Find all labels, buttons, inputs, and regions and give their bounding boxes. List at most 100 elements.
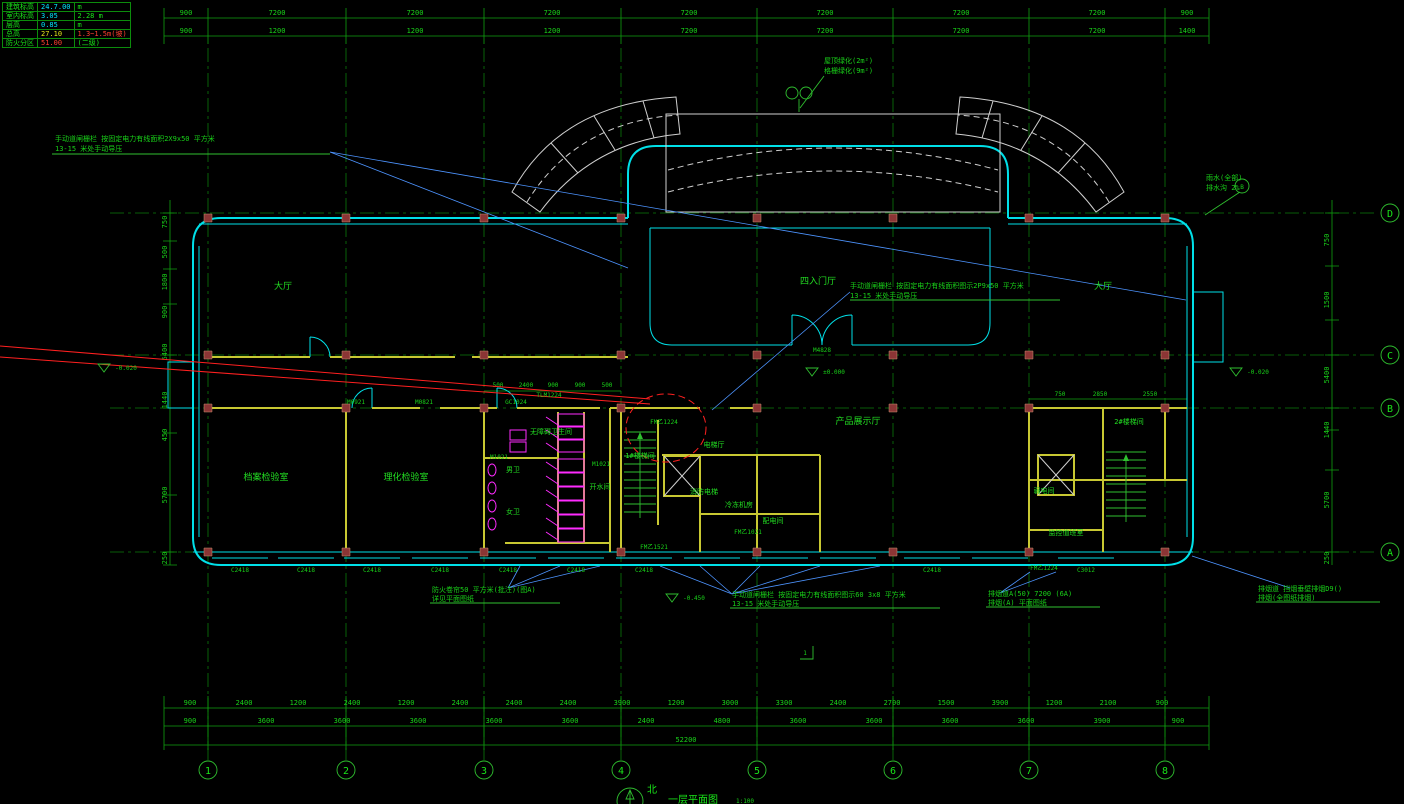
window-tag: C2418: [363, 567, 381, 574]
room-labels: 大厅 四入门厅 大厅 产品展示厅 档案检验室 理化检验室 无障碍卫生间 男卫 女…: [243, 275, 1143, 537]
dim-label: 2400: [236, 699, 253, 707]
dim-label: 7200: [544, 9, 561, 17]
canopy-wing-left: [511, 96, 681, 213]
detail-markers: B: [785, 86, 1250, 194]
grid-bubble-label: 1: [205, 766, 211, 777]
stair-2: [1106, 451, 1146, 522]
north-and-title: 北 一层平面图 1:100: [616, 784, 754, 804]
window-tag: C2418: [431, 567, 449, 574]
right-entry-bump: [1192, 291, 1224, 363]
dim-label: 2400: [830, 699, 847, 707]
room-label-hall-left: 大厅: [274, 280, 292, 292]
dim-label: 1440: [161, 392, 169, 409]
dim-label: 1200: [668, 699, 685, 707]
annotation-line: 排烟道A(50) 7200 (6A): [988, 589, 1072, 598]
dim-label: 2400: [452, 699, 469, 707]
dim-label: 250: [161, 552, 169, 565]
room-label-male-wc: 男卫: [506, 466, 520, 474]
dim-label: 1200: [407, 27, 424, 35]
dim-label: 3300: [776, 699, 793, 707]
annotation-line: 防火卷帘50 平方米(批注)(图A): [432, 585, 536, 594]
left-entry-bump: [167, 361, 194, 409]
dim-label: 1400: [1179, 27, 1196, 35]
dim-label: 1500: [1323, 292, 1331, 309]
window-tag: C3012: [1077, 567, 1095, 574]
dim-label: 3600: [942, 717, 959, 725]
info-value: 24.7.00: [37, 2, 75, 12]
info-unit: 2.28 m: [73, 11, 131, 21]
level-label: ±0.000: [823, 369, 845, 376]
info-label: 总高: [2, 29, 38, 39]
dim-label: 7200: [407, 9, 424, 17]
dim-label: 5400: [161, 344, 169, 361]
annotation-line: 排烟道 挡烟垂壁排烟D9(): [1258, 584, 1342, 593]
grid-bubbles-right: D C B A: [1380, 203, 1400, 562]
info-unit: m: [73, 20, 131, 30]
dim-label: 7200: [817, 27, 834, 35]
dimension-labels-bottom: 900 2400 1200 2400 1200 2400 2400 2400 3…: [184, 699, 1185, 744]
dim-label: 7200: [817, 9, 834, 17]
info-label: 防火分区: [2, 38, 38, 48]
revision-cloud: [625, 393, 707, 463]
annotation-line: 13-15 米处手动导压: [850, 291, 917, 300]
dim-label: 5400: [1323, 367, 1331, 384]
grid-bubble-label: A: [1387, 548, 1393, 559]
dim-label: 3900: [614, 699, 631, 707]
dim-label: 7200: [269, 9, 286, 17]
dim-label: 7200: [953, 9, 970, 17]
annotation-line: 雨水(全部): [1206, 173, 1242, 182]
annotation-line: 13-15 米处手动导压: [55, 144, 122, 153]
entrance-hall-wall: [649, 227, 991, 346]
dim-label: 2850: [1093, 391, 1108, 398]
axis-grid-lines: [110, 48, 1378, 760]
window-tag: C2418: [297, 567, 315, 574]
dim-label: 1200: [1046, 699, 1063, 707]
info-label: 室内标高: [2, 11, 38, 21]
room-label-weak-power: 弱电间: [1034, 486, 1055, 495]
dim-label: 3600: [258, 717, 275, 725]
stair-1: [624, 431, 656, 518]
room-label-stair1: 1#楼梯间: [625, 451, 654, 460]
grid-bubble-label: 6: [890, 766, 896, 777]
grid-bubble-label: C: [1387, 351, 1393, 362]
info-value: 3.05: [37, 11, 75, 21]
dim-label: 1200: [269, 27, 286, 35]
room-label-lab2: 理化检验室: [383, 471, 428, 483]
annotation-line: 详见平面图纸: [432, 594, 474, 603]
dim-label: 4800: [714, 717, 731, 725]
info-label: 层高: [2, 20, 38, 30]
dim-label: 1500: [938, 699, 955, 707]
dimension-labels-top: 900 7200 7200 7200 7200 7200 7200 7200 9…: [180, 9, 1196, 35]
window-tag: C2418: [923, 567, 941, 574]
dim-label: 900: [575, 382, 586, 389]
level-label: -0.020: [1247, 369, 1269, 376]
grid-bubble-label: 7: [1026, 766, 1032, 777]
room-label-water-room: 开水间: [590, 482, 611, 491]
dim-label: 900: [1181, 9, 1194, 17]
dim-label: 1200: [544, 27, 561, 35]
dim-label: 900: [184, 699, 197, 707]
dim-label: 250: [1323, 552, 1331, 565]
toilet-fixtures: [487, 413, 585, 543]
dim-label: 900: [184, 717, 197, 725]
room-label-lab1: 档案检验室: [243, 471, 288, 483]
info-value: 51.00: [37, 38, 75, 48]
annotation-leaders: [52, 75, 1380, 609]
door-tag: FM乙1021: [734, 529, 762, 536]
room-label-hall-right: 大厅: [1094, 280, 1112, 292]
dim-label: 7200: [953, 27, 970, 35]
dimension-lines: [163, 8, 1339, 750]
dim-label: 450: [161, 429, 169, 442]
dim-label: 2400: [560, 699, 577, 707]
grid-bubbles-bottom: 1 2 3 4 5 6 7 8: [198, 760, 1175, 780]
annotation-line: 手动道闸栅栏 按固定电力有线面积2X9x50 平方米: [55, 134, 215, 143]
blue-leader-lines: [329, 151, 1291, 595]
detail-marker-icon: [785, 86, 799, 100]
dim-label: 750: [1055, 391, 1066, 398]
dim-label: 3600: [562, 717, 579, 725]
dim-label: 7200: [1089, 27, 1106, 35]
elevator-shafts: [663, 454, 1075, 497]
detail-marker-label: B: [1240, 184, 1244, 191]
grid-bubble-label: D: [1387, 209, 1393, 220]
